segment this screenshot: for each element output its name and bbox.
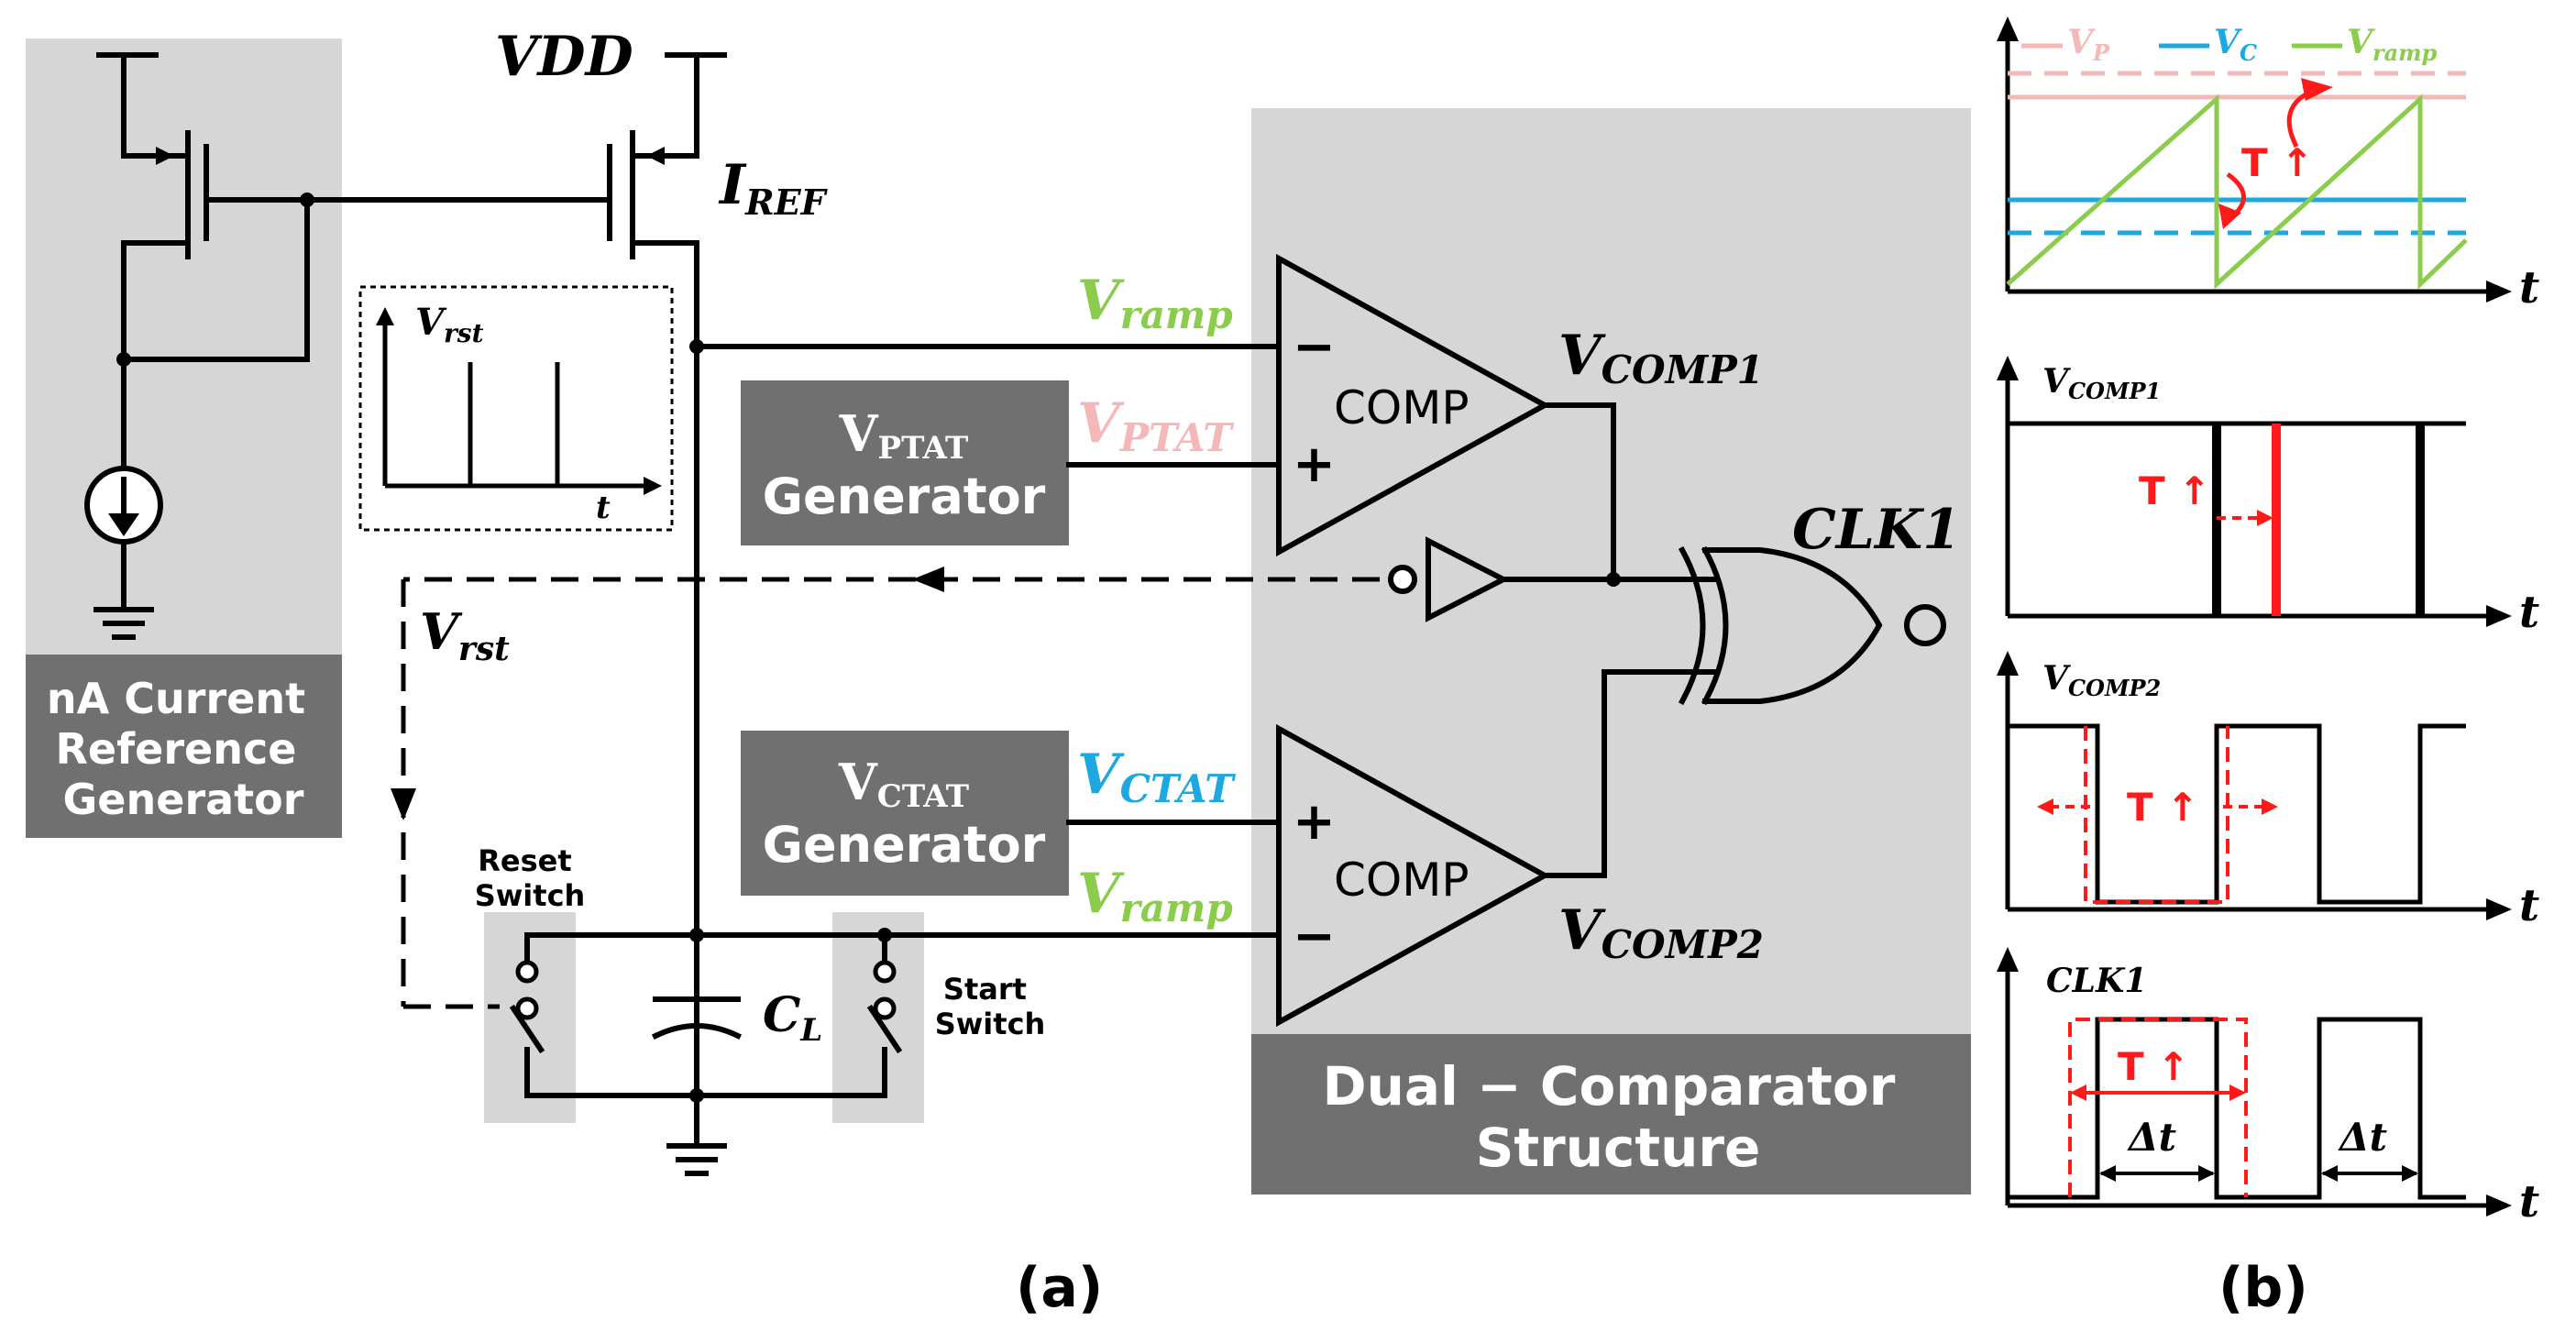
comp1-label: COMP (1334, 381, 1470, 435)
dt-label-2: Δt (2338, 1115, 2387, 1160)
cl-label: CL (763, 987, 822, 1049)
clk1-shifted-waveform (2068, 1018, 2248, 1197)
legend-vc: VC (2214, 23, 2257, 66)
dual-comparator-label-box (1251, 1034, 1971, 1194)
time-axis-labels: t t t t (2519, 262, 2539, 1227)
vdd-label: VDD (495, 25, 633, 89)
plot2-ylabel: VCOMP1 (2042, 362, 2161, 404)
dt-label-1: Δt (2127, 1115, 2176, 1160)
pmos-left-arrow (156, 147, 174, 165)
vrst-label: Vrst (420, 602, 510, 668)
plot4-tup: T ↑ (2118, 1044, 2189, 1089)
vp-reference-lines (2008, 71, 2466, 100)
vctat-generator-box (741, 731, 1069, 896)
plot3-tup: T ↑ (2127, 785, 2198, 830)
vrst-arrow-left (912, 567, 944, 592)
caption-b: (b) (2218, 1256, 2308, 1320)
vcomp1-pulses (2212, 424, 2425, 616)
comp2-minus: − (1293, 907, 1336, 966)
vctat-generator-label2: Generator (763, 816, 1046, 874)
legend-vramp: Vramp (2347, 23, 2438, 66)
vrst-inset-frame (358, 285, 674, 532)
vcomp2-label: VCOMP2 (1558, 898, 1764, 967)
vramp-waveform (2006, 94, 2468, 290)
vptat-generator-box (741, 380, 1069, 545)
dual-comparator-label: Dual − Comparator Structure (1322, 1055, 1913, 1179)
plot3-ylabel: VCOMP2 (2042, 659, 2161, 701)
svg-text:t: t (2519, 1176, 2539, 1227)
vcomp2-waveform (2008, 723, 2466, 905)
vctat-generator-label: VCTAT (838, 753, 969, 815)
vrst-arrow-down (391, 788, 416, 820)
comp1-plus: + (1293, 435, 1336, 494)
plot2-tup: T ↑ (2139, 468, 2210, 513)
vptat-generator-label: VPTAT (839, 404, 969, 467)
vrst-inset-ylabel: Vrst (415, 301, 484, 348)
plot1-tup: T ↑ (2241, 140, 2313, 185)
comp2-plus: + (1293, 792, 1336, 852)
comp2-label: COMP (1334, 853, 1470, 907)
junction-dots (116, 193, 1621, 1103)
svg-text:t: t (2519, 587, 2539, 638)
vramp-bottom-label: Vramp (1077, 862, 1233, 930)
clk1-label: CLK1 (1792, 498, 1961, 562)
svg-text:t: t (2519, 262, 2539, 314)
vcomp1-label: VCOMP1 (1558, 324, 1764, 392)
vc-reference-lines (2008, 197, 2466, 236)
vrst-inset-xlabel: t (596, 490, 611, 526)
comp1-minus: − (1293, 317, 1336, 377)
vctat-signal-label: VCTAT (1077, 743, 1236, 811)
vptat-generator-label2: Generator (763, 468, 1046, 525)
start-switch-label: Start Switch (935, 972, 1046, 1041)
svg-text:t: t (2519, 880, 2539, 931)
caption-a: (a) (1016, 1256, 1103, 1320)
nA-current-reference-label: nA Current Reference Generator (47, 674, 320, 824)
vramp-top-label: Vramp (1077, 269, 1233, 337)
clk1-waveform (2008, 1017, 2466, 1200)
legend-vp: VP (2067, 23, 2110, 66)
vrst-inset-plot (382, 312, 655, 489)
vptat-signal-label: VPTAT (1077, 391, 1234, 460)
timing-axes (2005, 28, 2498, 1208)
inverter-bubble (1388, 565, 1417, 594)
reset-switch-label: Reset Switch (475, 843, 586, 913)
pmos-right-arrow (646, 147, 665, 165)
nA-current-reference-label-box (26, 655, 342, 838)
iref-label: IREF (718, 153, 829, 223)
nA-current-reference-block (26, 39, 342, 655)
timing-axis-arrows (1997, 17, 2512, 1216)
plot4-ylabel: CLK1 (2046, 962, 2147, 1000)
